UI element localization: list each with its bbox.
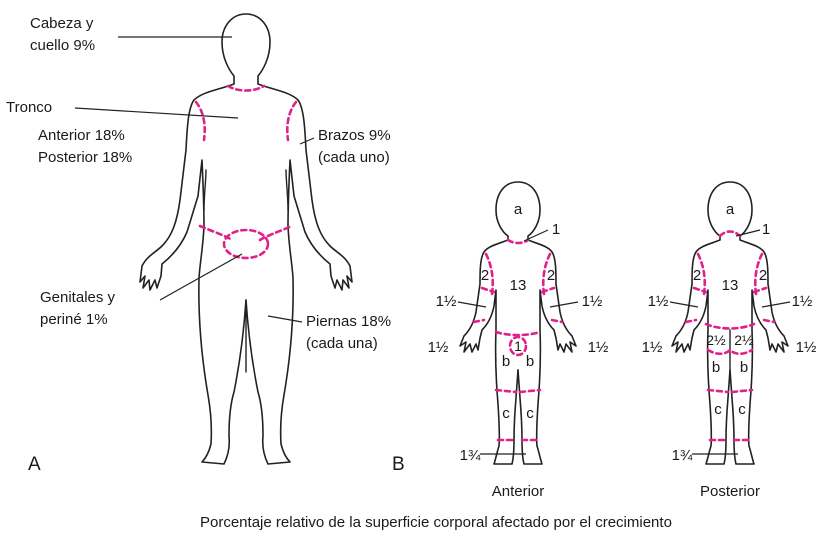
ant-label-thigh-right: b xyxy=(526,353,534,370)
caption-posterior: Posterior xyxy=(700,483,760,500)
child-posterior-outline xyxy=(672,182,788,464)
post-label-trunk: 13 xyxy=(722,277,739,294)
ant-label-head: a xyxy=(514,201,523,218)
label-trunk: Tronco xyxy=(6,99,52,116)
label-genital-line1: Genitales y xyxy=(40,289,116,306)
post-label-arm-left: 2 xyxy=(693,267,701,284)
ant-label-hand-right: 1½ xyxy=(588,339,609,356)
label-legs-line1: Piernas 18% xyxy=(306,313,391,330)
post-label-arm-right: 2 xyxy=(759,267,767,284)
post-label-thigh-right: b xyxy=(740,359,748,376)
adult-body-outline xyxy=(140,14,352,464)
post-label-leg-right: c xyxy=(738,401,746,418)
label-trunk-posterior: Posterior 18% xyxy=(38,149,132,166)
ant-label-arm-right: 2 xyxy=(547,267,555,284)
label-head-line2: cuello 9% xyxy=(30,37,95,54)
post-label-thigh-left: b xyxy=(712,359,720,376)
label-genital-line2: periné 1% xyxy=(40,311,108,328)
ant-label-hand-left: 1½ xyxy=(428,339,449,356)
ant-label-trunk: 13 xyxy=(510,277,527,294)
post-label-forearm-right: 1½ xyxy=(792,293,813,310)
child-posterior-figure xyxy=(672,182,788,464)
ant-label-leg-left: c xyxy=(502,405,510,422)
ant-label-neck: 1 xyxy=(552,221,560,238)
label-arms-line2: (cada uno) xyxy=(318,149,390,166)
label-head-line1: Cabeza y xyxy=(30,15,94,32)
caption-anterior: Anterior xyxy=(492,483,545,500)
post-label-leg-left: c xyxy=(714,401,722,418)
ant-label-arm-left: 2 xyxy=(481,267,489,284)
post-label-hand-right: 1½ xyxy=(796,339,817,356)
post-label-hand-left: 1½ xyxy=(642,339,663,356)
adult-figure xyxy=(140,14,352,464)
post-label-forearm-left: 1½ xyxy=(648,293,669,310)
ant-label-forearm-right: 1½ xyxy=(582,293,603,310)
ant-label-foot: 1¾ xyxy=(460,447,481,464)
figure-caption: Porcentaje relativo de la superficie cor… xyxy=(200,514,672,531)
post-label-buttock-left: 2½ xyxy=(706,332,726,348)
panel-letter-a: A xyxy=(28,454,41,475)
post-label-buttock-right: 2½ xyxy=(734,332,754,348)
ant-label-genital: 1 xyxy=(514,338,522,354)
panel-letter-b: B xyxy=(392,454,405,475)
label-arms-line1: Brazos 9% xyxy=(318,127,391,144)
label-legs-line2: (cada una) xyxy=(306,335,378,352)
label-trunk-anterior: Anterior 18% xyxy=(38,127,125,144)
ant-label-thigh-left: b xyxy=(502,353,510,370)
post-label-foot: 1¾ xyxy=(672,447,693,464)
ant-label-leg-right: c xyxy=(526,405,534,422)
post-label-neck: 1 xyxy=(762,221,770,238)
post-label-head: a xyxy=(726,201,735,218)
ant-label-forearm-left: 1½ xyxy=(436,293,457,310)
